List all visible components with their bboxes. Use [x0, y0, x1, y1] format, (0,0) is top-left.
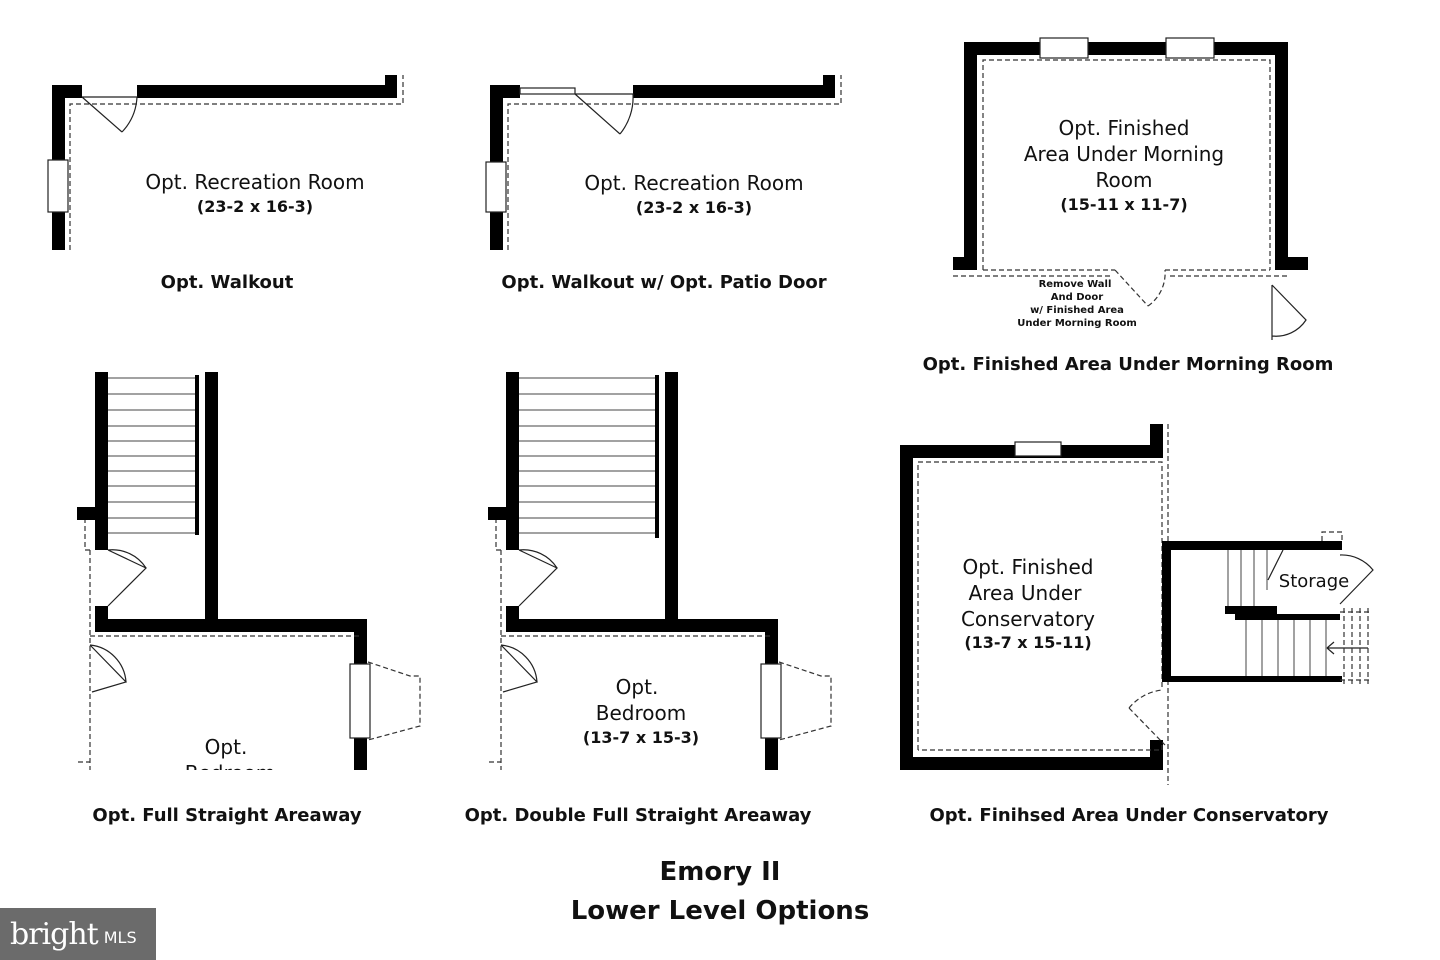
room-dimensions: (13-7 x 15-3) — [583, 728, 699, 747]
room-label-line: Bedroom — [596, 701, 686, 725]
note-line: w/ Finished Area — [1030, 305, 1124, 316]
stair-treads — [519, 375, 659, 538]
plan-conservatory: Storage Opt. Finished Area Under Conserv… — [900, 424, 1374, 785]
room-label-line: Conservatory — [961, 607, 1095, 631]
room-label: Opt. Recreation Room — [584, 171, 803, 195]
window-icon — [760, 663, 782, 739]
door-swing-icon — [1128, 689, 1166, 746]
room-dimensions: (15-11 x 11-7) — [1060, 195, 1187, 214]
room-dimensions: (13-7 x 15-11) — [964, 633, 1091, 652]
door-swing-icon — [1271, 284, 1307, 340]
note-line: Remove Wall — [1039, 279, 1112, 290]
room-label-line: Opt. Finished — [963, 555, 1094, 579]
window-icon — [1165, 37, 1215, 59]
room-dimensions: (23-2 x 16-3) — [197, 197, 313, 216]
patio-door-icon — [519, 87, 576, 95]
areaway-outline — [778, 661, 832, 741]
door-swing-icon — [107, 549, 148, 607]
sheet-subtitle: Lower Level Options — [571, 896, 870, 926]
door-swing-icon — [89, 644, 128, 693]
window-icon — [1014, 441, 1062, 457]
window-icon — [1039, 37, 1089, 59]
window-icon — [47, 159, 69, 213]
storage-label: Storage — [1279, 571, 1349, 592]
arrow-left-icon — [1326, 641, 1368, 655]
room-label-line: Bedroom — [185, 761, 275, 785]
note-line: Under Morning Room — [1017, 318, 1137, 329]
caption-conservatory: Opt. Finihsed Area Under Conservatory — [930, 805, 1329, 826]
caption-walkout-patio: Opt. Walkout w/ Opt. Patio Door — [501, 272, 826, 293]
door-swing-icon — [1339, 554, 1374, 605]
plan-morning-room: Opt. Finished Area Under Morning Room (1… — [953, 37, 1308, 340]
stair-treads — [108, 375, 199, 535]
areaway-outline — [367, 661, 421, 741]
room-label-line: Opt. Finished — [1059, 116, 1190, 140]
caption-walkout: Opt. Walkout — [161, 272, 294, 293]
logo-brand: bright — [10, 916, 99, 952]
plan-double-full-straight-areaway: Opt. Bedroom (13-7 x 15-3) — [488, 372, 832, 770]
door-swing-icon — [518, 549, 559, 607]
plan-walkout-patio: Opt. Recreation Room (23-2 x 16-3) — [485, 75, 842, 250]
door-swing-icon — [574, 93, 634, 135]
window-icon — [349, 663, 371, 739]
caption-morning-room: Opt. Finished Area Under Morning Room — [923, 354, 1334, 375]
room-label-line: Opt. — [205, 735, 248, 759]
door-swing-icon — [500, 644, 539, 693]
room-label-line: Area Under — [969, 581, 1083, 605]
caption-double-full-straight-areaway: Opt. Double Full Straight Areaway — [465, 805, 812, 826]
door-swing-icon — [81, 96, 138, 133]
plan-full-straight-areaway: Opt. Bedroom — [77, 372, 421, 785]
room-label: Opt. Recreation Room — [145, 170, 364, 194]
room-label-line: Opt. — [616, 675, 659, 699]
note-line: And Door — [1051, 292, 1104, 303]
bright-mls-logo: bright MLS — [0, 908, 156, 960]
room-label-line: Area Under Morning — [1024, 142, 1224, 166]
window-icon — [485, 161, 507, 213]
sheet-title: Emory II — [660, 857, 781, 887]
room-dimensions: (23-2 x 16-3) — [636, 198, 752, 217]
removed-door-icon — [1114, 269, 1166, 307]
storage-stair-treads — [1225, 549, 1368, 676]
room-label-line: Room — [1096, 168, 1153, 192]
plan-walkout: Opt. Recreation Room (23-2 x 16-3) — [47, 75, 404, 250]
logo-suffix: MLS — [103, 927, 137, 947]
caption-full-straight-areaway: Opt. Full Straight Areaway — [92, 805, 361, 826]
